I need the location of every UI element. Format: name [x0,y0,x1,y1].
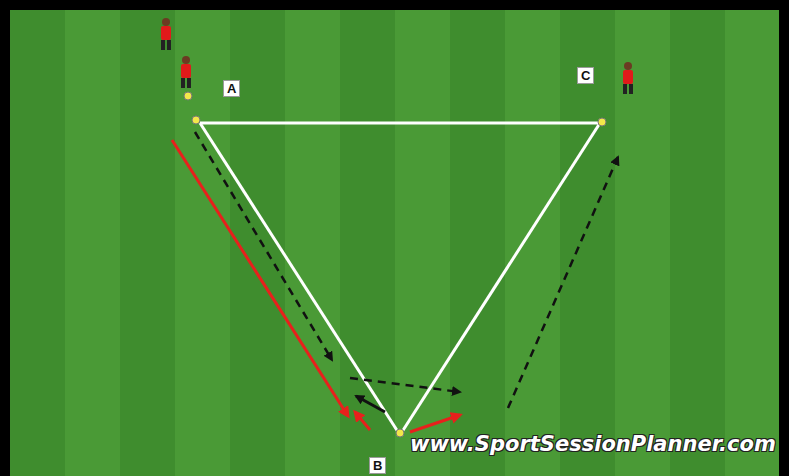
cone-label: B [369,457,386,474]
cone-letter: A [224,81,239,96]
run-arrows [172,132,618,432]
cone-label: C [577,67,594,84]
cone-label: A [223,80,240,97]
grass [10,10,779,476]
cone-letter: B [370,458,385,473]
watermark: www.SportSessionPlanner.com [410,430,776,458]
cones [184,92,606,437]
cone-letter: C [578,68,593,83]
